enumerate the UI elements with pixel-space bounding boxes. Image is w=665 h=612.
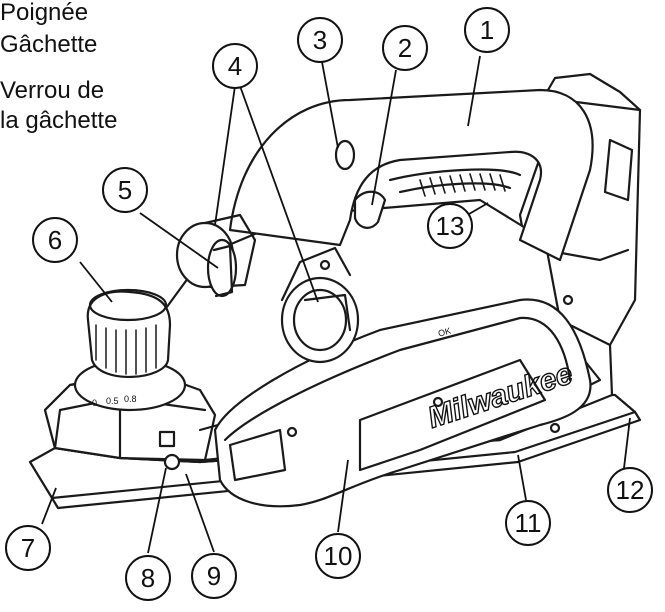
callout-label-7: 7	[21, 533, 35, 563]
dial-mark-2: 0.5	[106, 396, 119, 406]
callout-label-5: 5	[118, 175, 132, 205]
callout-label-2: 2	[398, 33, 412, 63]
callout-label-6: 6	[48, 225, 62, 255]
callout-circle-6	[32, 217, 78, 263]
callout-circle-7	[5, 525, 51, 571]
callout-circle-3	[297, 17, 343, 63]
callout-label-4: 4	[228, 51, 242, 81]
trigger-lock	[334, 139, 356, 171]
handle	[228, 88, 594, 262]
callout-circle-2	[382, 25, 428, 71]
callout-circle-4	[212, 43, 258, 89]
callout-label-10: 10	[324, 541, 353, 571]
callout-label-13: 13	[436, 211, 465, 241]
callout-label-1: 1	[480, 15, 494, 45]
callout-label-11: 11	[515, 508, 542, 538]
legend-item-3a: Verrou de	[0, 77, 105, 104]
callout-label-12: 12	[616, 475, 645, 505]
grip-texture	[419, 173, 506, 197]
legend-item-3b: la gâchette	[0, 107, 118, 134]
front-switch	[158, 430, 176, 448]
callout-circle-12	[607, 467, 653, 513]
callout-circle-10	[315, 533, 361, 579]
legend-item-2: Gâchette	[0, 31, 98, 58]
callout-label-3: 3	[313, 25, 327, 55]
dial-mark-1: 0	[92, 398, 97, 408]
callout-label-9: 9	[207, 561, 221, 591]
callout-circle-11	[505, 500, 551, 546]
callout-circle-8	[125, 555, 171, 601]
legend-item-1: Poignée	[0, 0, 89, 26]
brand-tag: OK	[437, 326, 452, 339]
depth-knob	[86, 290, 172, 379]
dial-mark-3: 0.8	[124, 394, 137, 404]
trigger	[353, 190, 387, 229]
callout-label-8: 8	[141, 563, 155, 593]
callout-circle-5	[102, 167, 148, 213]
callout-circle-13	[427, 203, 473, 249]
callout-circle-9	[191, 553, 237, 599]
callout-circle-1	[464, 7, 510, 53]
depth-stop-lever	[206, 238, 238, 298]
